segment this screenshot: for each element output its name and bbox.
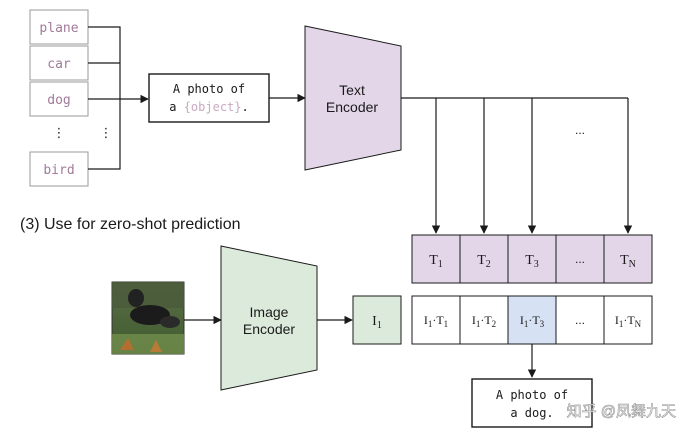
class-item-bird: bird (29, 151, 89, 187)
class-item-car: car (29, 45, 89, 81)
similarity-row: I1·T1 I1·T2 I1·T3 ... I1·TN (411, 295, 653, 345)
class-bracket (88, 26, 149, 170)
template-line2: a {object}. (169, 100, 248, 114)
class-label: plane (39, 21, 78, 36)
bracket-ellipsis: ⋮ (100, 125, 113, 140)
prediction-result-box: A photo of a dog. (471, 378, 593, 428)
similarity-cell: I1·T1 (424, 313, 448, 329)
similarity-cell: I1·T2 (472, 313, 496, 329)
text-encoder-label-2: Encoder (326, 99, 378, 115)
class-item-plane: plane (29, 9, 89, 45)
prompt-template-box: A photo of a {object}. (148, 73, 270, 123)
watermark: 知乎 @凤舞九天 (567, 403, 676, 420)
class-label: car (47, 57, 71, 72)
fanout-ellipsis: ... (575, 123, 585, 137)
similarity-cell: I1·TN (615, 313, 642, 329)
text-embedding-cell: T2 (477, 253, 491, 270)
class-list: plane car dog ⋮ bird (29, 9, 89, 187)
similarity-cell: I1·T3 (520, 313, 545, 329)
section-title: (3) Use for zero-shot prediction (20, 216, 241, 233)
template-placeholder: {object} (184, 100, 242, 114)
text-embedding-ellipsis: ... (575, 252, 585, 266)
similarity-ellipsis: ... (575, 313, 585, 327)
image-encoder-label-2: Encoder (243, 321, 295, 337)
class-label: bird (43, 163, 74, 178)
text-embedding-row: T1 T2 T3 ... TN (411, 234, 653, 284)
text-embedding-cell: T1 (429, 253, 443, 270)
text-embedding-cell: TN (620, 253, 636, 270)
text-fanout (401, 97, 633, 234)
class-item-dog: dog (29, 81, 89, 117)
text-encoder: Text Encoder (304, 25, 402, 171)
image-embedding: I1 (352, 295, 402, 345)
image-encoder: Image Encoder (220, 245, 318, 391)
result-line2: a dog. (510, 406, 553, 420)
result-line1: A photo of (496, 388, 568, 402)
input-dog-image (111, 281, 185, 355)
text-encoder-label-1: Text (339, 82, 365, 98)
class-list-ellipsis: ⋮ (53, 125, 66, 140)
image-encoder-label-1: Image (250, 304, 289, 320)
class-label: dog (47, 93, 70, 108)
template-line1: A photo of (173, 82, 245, 96)
image-embedding-label: I1 (372, 314, 382, 331)
text-embedding-cell: T3 (525, 253, 539, 270)
